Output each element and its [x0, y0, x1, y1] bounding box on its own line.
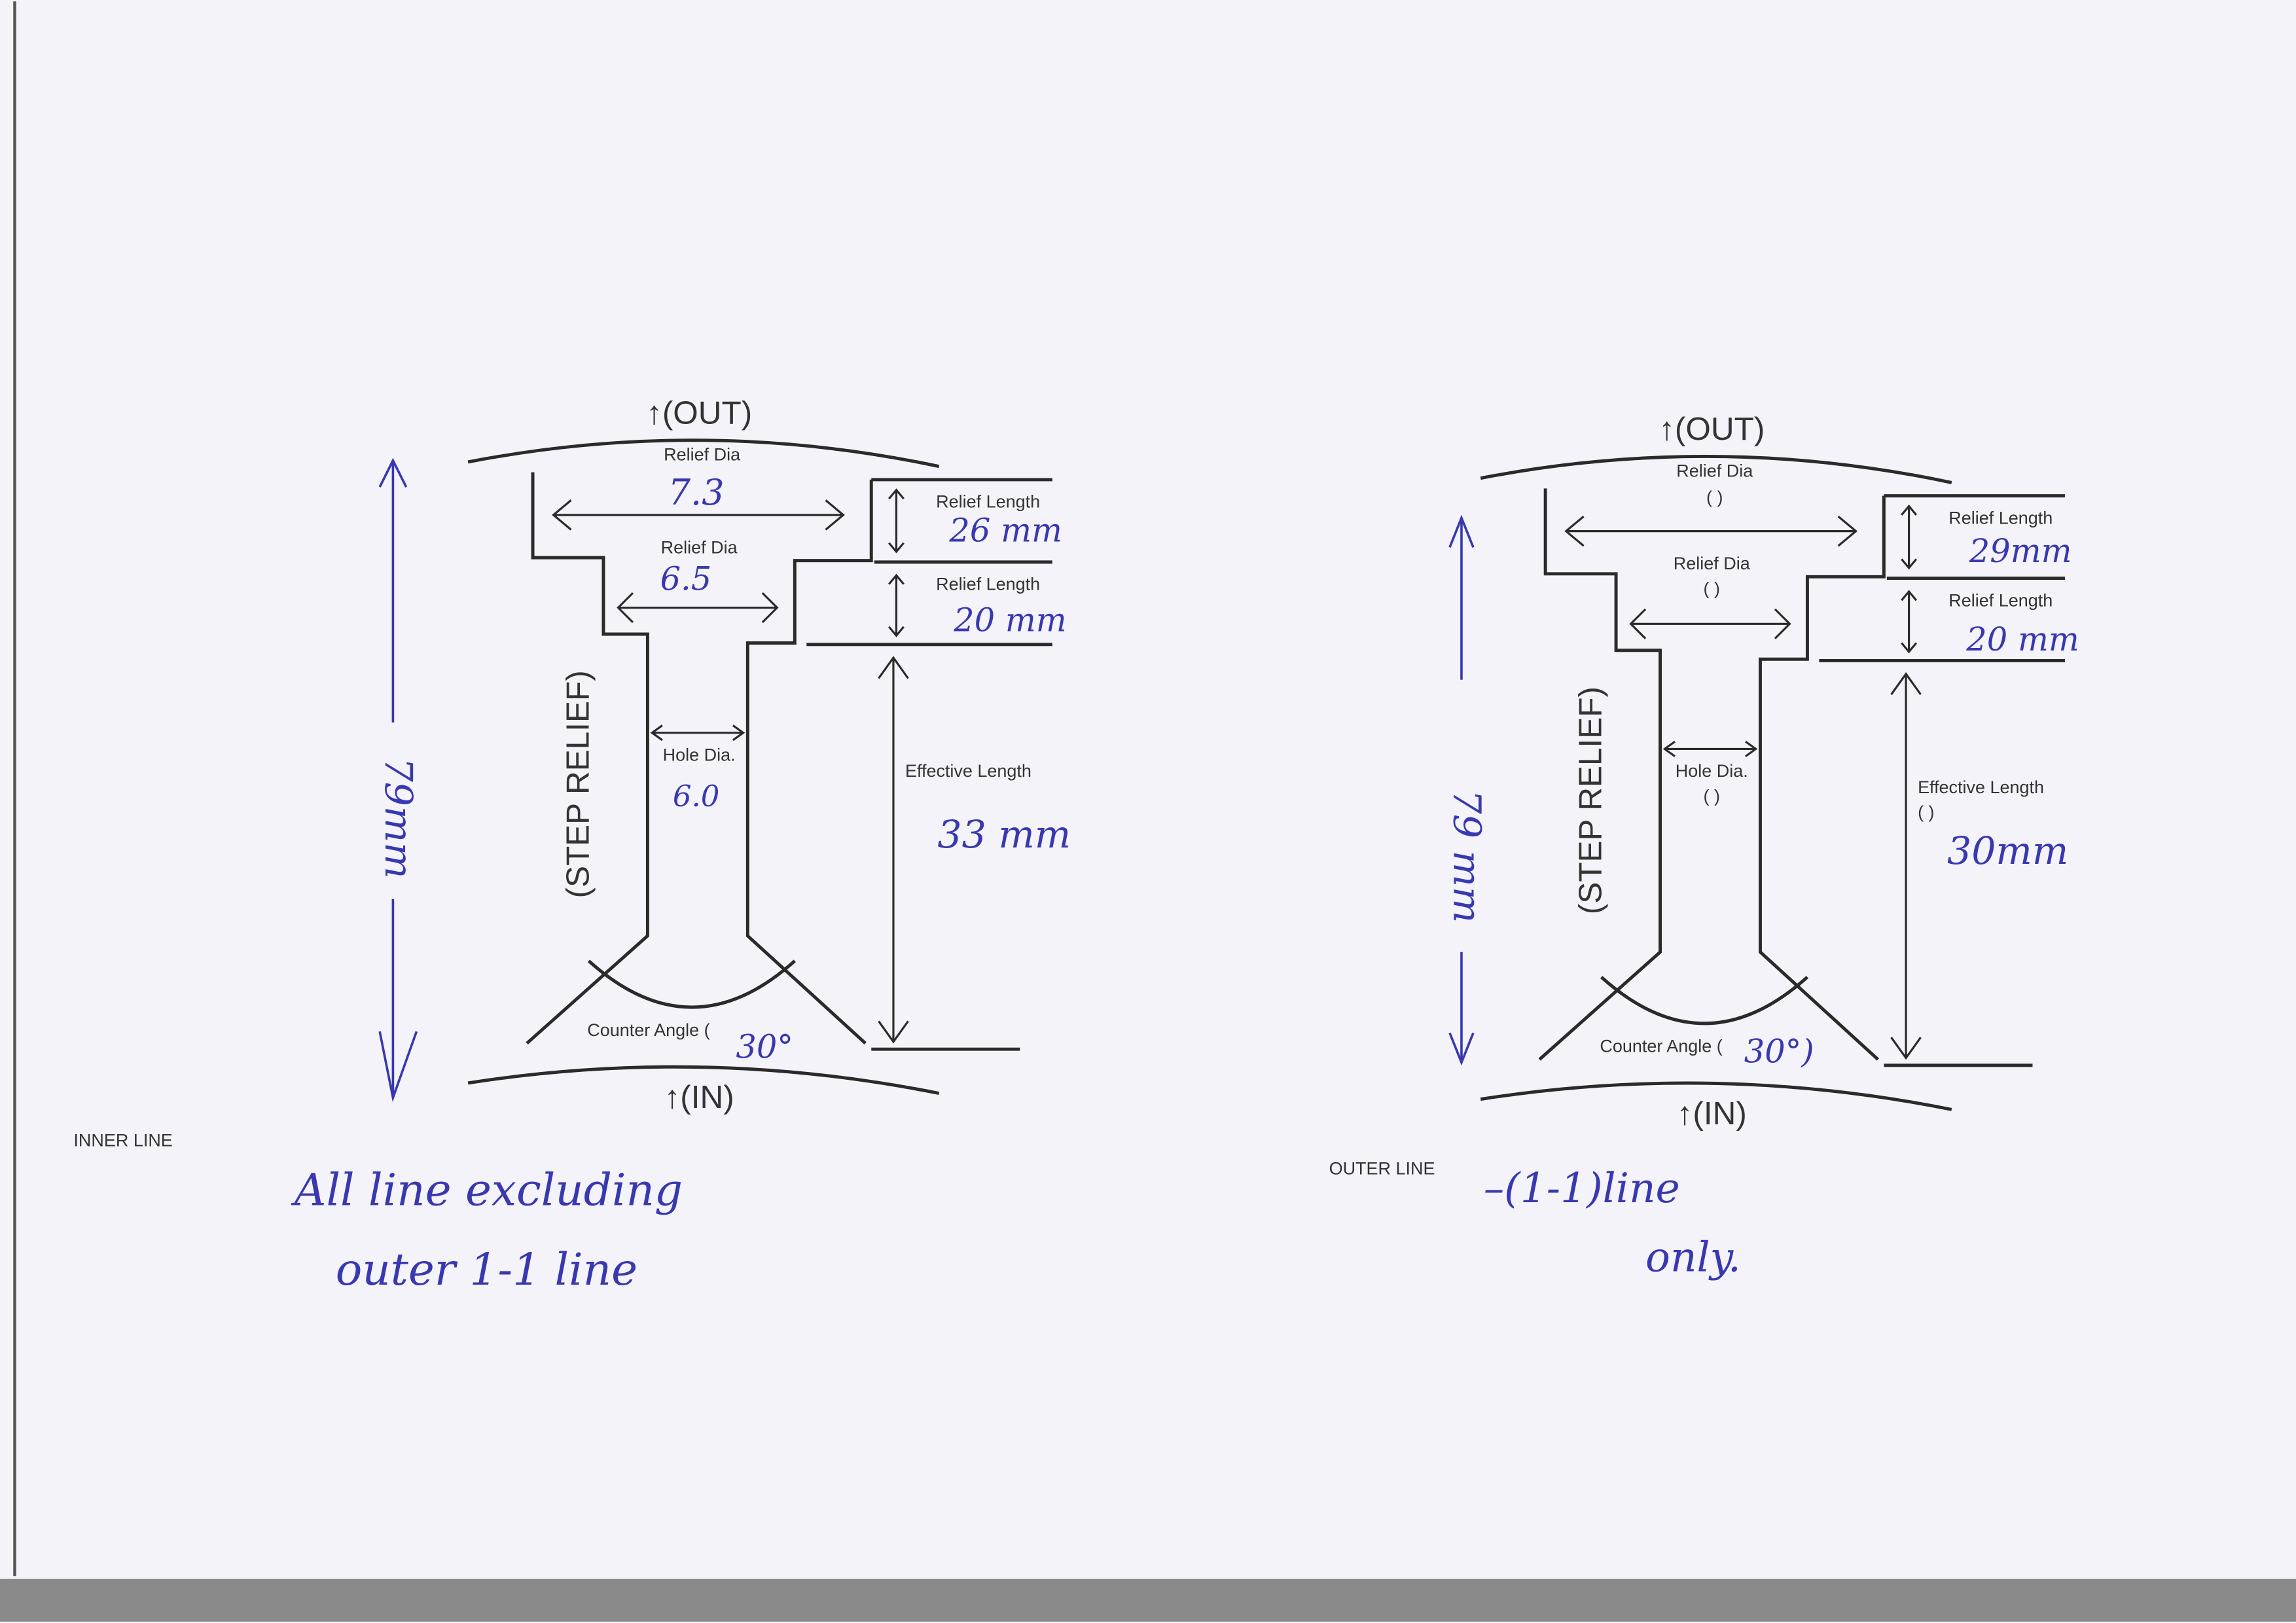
out-label: ↑(OUT): [646, 395, 752, 431]
outer-line-diagram: ↑(OUT) ↑(IN) (STEP RELIEF) Relief Dia ( …: [1329, 411, 2079, 1281]
line-type-label: INNER LINE: [73, 1131, 172, 1150]
inner-line-diagram: ↑(OUT) ↑(IN) (STEP RELIEF) Relief Dia 7.…: [73, 395, 1071, 1294]
hole-dia-value: 6.0: [673, 779, 720, 813]
note-line-2: only.: [1645, 1234, 1741, 1281]
relief-length-1-label: Relief Length: [936, 492, 1040, 512]
total-length-arrow: [1448, 514, 1475, 1066]
out-label: ↑(OUT): [1659, 411, 1765, 447]
relief-length-2-value: 20 mm: [1965, 620, 2079, 658]
relief-dia-2-value: 6.5: [660, 560, 712, 598]
hole-dia-label: Hole Dia.: [1676, 761, 1748, 781]
counter-angle-label: Counter Angle (: [587, 1020, 709, 1040]
relief-dia-2-label: Relief Dia: [1674, 554, 1750, 573]
relief-length-1-value: 29mm: [1969, 532, 2072, 570]
relief-dia-1-label: Relief Dia: [1676, 461, 1753, 480]
counter-angle-label: Counter Angle (: [1600, 1037, 1722, 1056]
relief-dia-1-label: Relief Dia: [664, 445, 740, 465]
effective-length-label: Effective Length: [1918, 777, 2044, 797]
relief-length-1-value: 26 mm: [948, 511, 1062, 549]
relief-length-2-value: 20 mm: [953, 601, 1067, 639]
line-type-label: OUTER LINE: [1329, 1158, 1435, 1178]
note-line-1: –(1-1)line: [1484, 1164, 1680, 1212]
counter-angle-value: 30°: [736, 1028, 793, 1066]
in-label: ↑(IN): [1677, 1096, 1747, 1132]
total-length-value: 79mm: [376, 757, 421, 878]
counter-angle-value: 30°): [1744, 1032, 1814, 1070]
effective-length-value: 33 mm: [937, 812, 1071, 857]
note-line-1: All line excluding: [291, 1164, 683, 1216]
effective-length-parens: ( ): [1918, 802, 1934, 822]
relief-length-2-label: Relief Length: [936, 575, 1040, 594]
note-line-2: outer 1-1 line: [336, 1243, 637, 1295]
relief-dia-2-label: Relief Dia: [661, 537, 738, 557]
total-length-value: 79 mm: [1445, 790, 1490, 923]
scan-bottom-strip: [0, 1578, 2296, 1622]
step-relief-label: (STEP RELIEF): [560, 670, 596, 898]
relief-dia-1-value: 7.3: [668, 472, 725, 513]
hole-dia-parens: ( ): [1704, 786, 1720, 806]
relief-length-2-label: Relief Length: [1948, 590, 2053, 610]
effective-length-label: Effective Length: [905, 761, 1031, 781]
hole-dia-label: Hole Dia.: [663, 745, 736, 764]
in-label: ↑(IN): [664, 1079, 734, 1115]
relief-dia-1-parens: ( ): [1706, 488, 1723, 507]
relief-length-1-label: Relief Length: [1948, 508, 2053, 527]
relief-dia-2-parens: ( ): [1704, 579, 1720, 598]
effective-length-value: 30mm: [1947, 829, 2068, 873]
step-relief-label: (STEP RELIEF): [1573, 687, 1609, 914]
